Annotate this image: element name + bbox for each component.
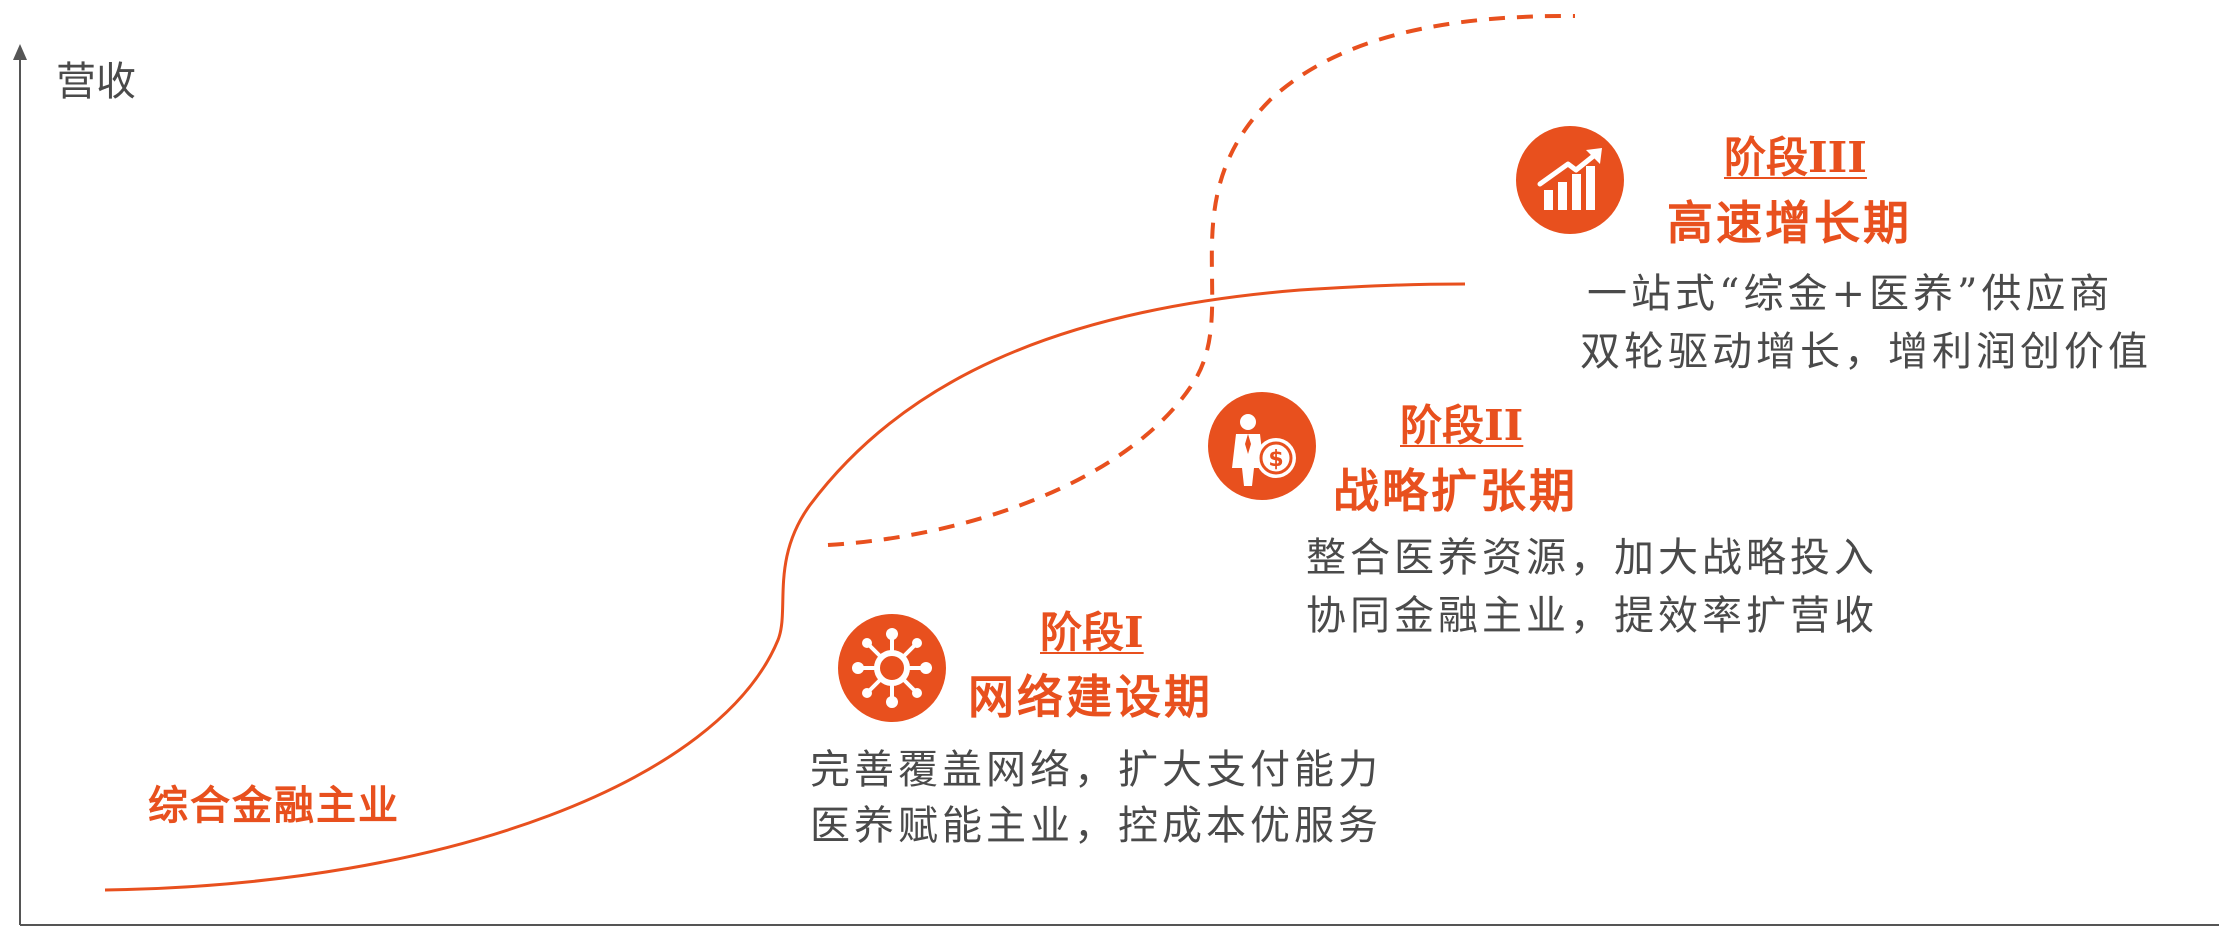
stage-3-desc-line-1: 一站式“综金+医养”供应商: [1587, 271, 2114, 317]
stage-3-title: 阶段III: [1724, 133, 1867, 182]
network-icon: [838, 614, 946, 722]
main-business-curve: [104, 282, 1466, 892]
growth-dashed-curve: [827, 13, 1576, 547]
stage-1-desc-line-1: 完善覆盖网络，扩大支付能力: [810, 747, 1382, 793]
stage-2-title: 阶段II: [1400, 401, 1524, 450]
growth-chart-icon: [1516, 126, 1624, 234]
stage-1-title: 阶段I: [1040, 608, 1144, 657]
y-axis-arrow: [13, 44, 27, 60]
y-axis-label: 营收: [56, 59, 136, 105]
stage-2-name: 战略扩张期: [1333, 464, 1578, 518]
businessman-coin-icon: $: [1208, 392, 1316, 500]
stage-2-desc-line-2: 协同金融主业，提效率扩营收: [1306, 593, 1878, 639]
svg-text:$: $: [1268, 447, 1283, 472]
stage-3-desc-line-2: 双轮驱动增长，增利润创价值: [1580, 329, 2152, 375]
stage-1-name: 网络建设期: [968, 670, 1213, 724]
stage-2-desc-line-1: 整合医养资源，加大战略投入: [1306, 535, 1878, 581]
main-business-label: 综合金融主业: [148, 782, 400, 829]
stage-1-desc-line-2: 医养赋能主业，控成本优服务: [810, 803, 1382, 849]
stage-3-name: 高速增长期: [1667, 196, 1912, 250]
